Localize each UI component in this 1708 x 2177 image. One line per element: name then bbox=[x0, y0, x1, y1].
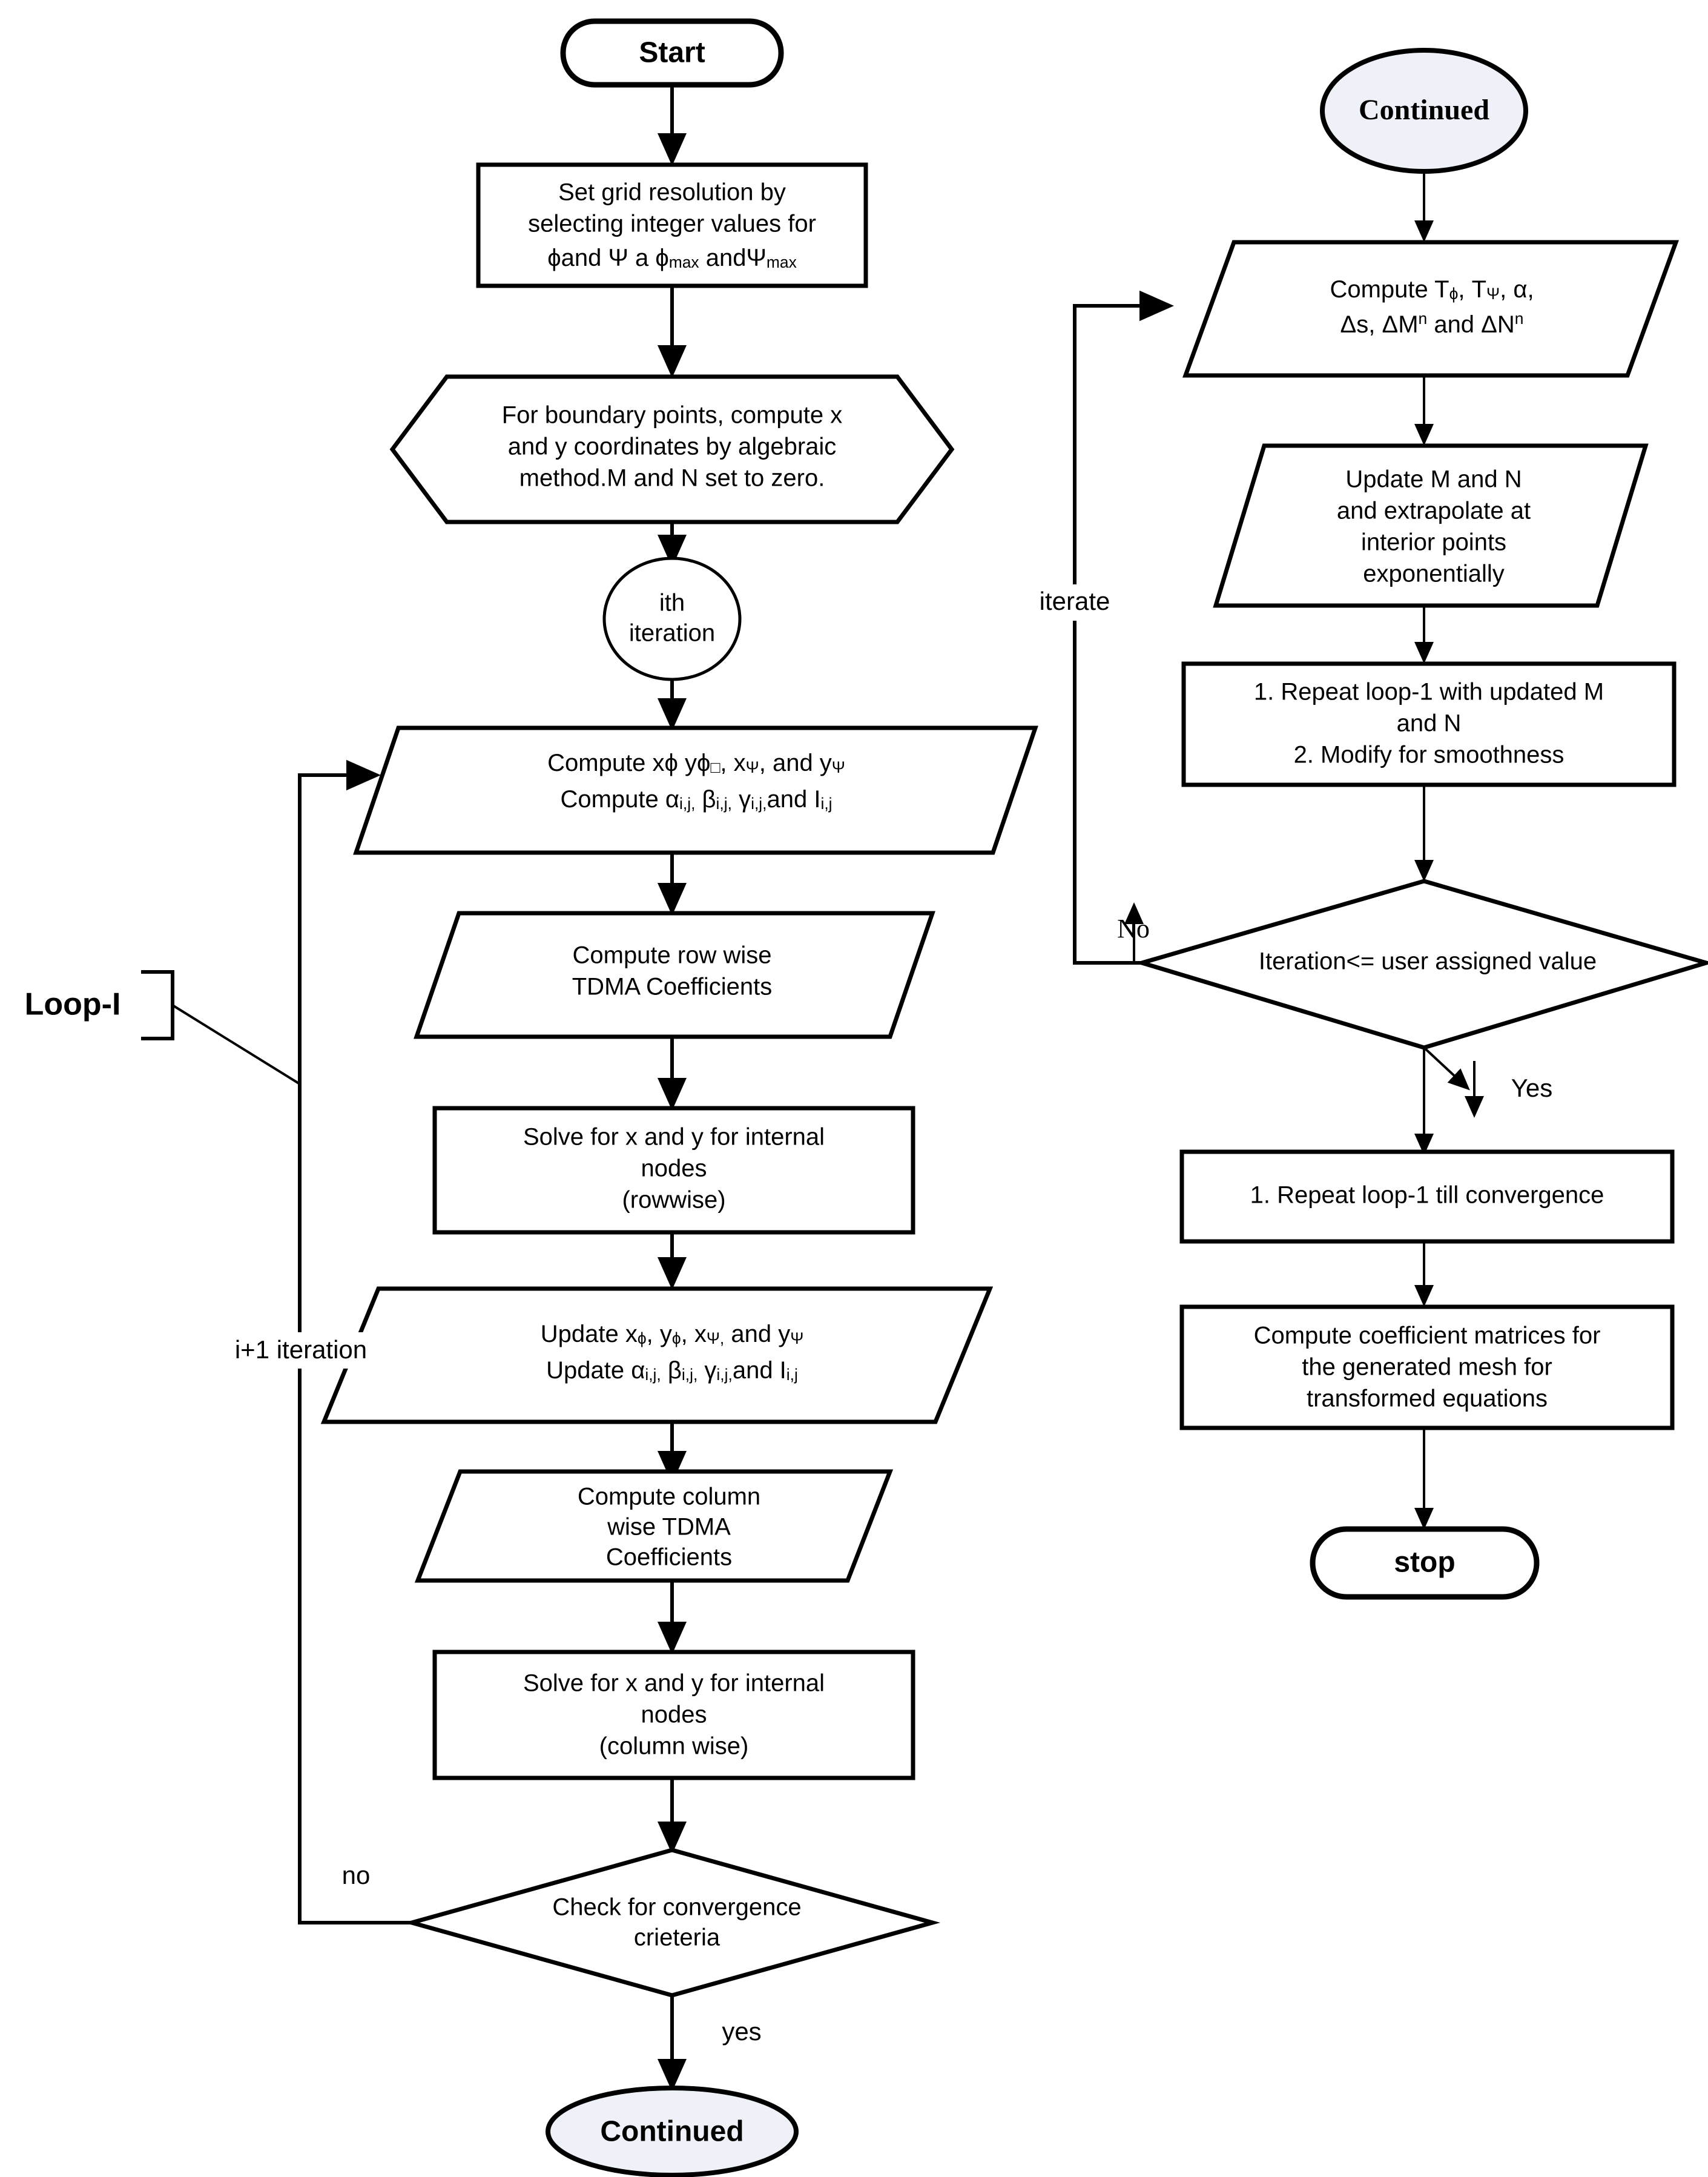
node-set-grid-line1: Set grid resolution by bbox=[558, 179, 786, 206]
node-solve-col[interactable] bbox=[432, 1650, 915, 1780]
node-compute-metrics-line2: Compute αi,j, βi,j, γi,j,and Ii,j bbox=[560, 786, 832, 813]
node-compute-T-line2: Δs, ΔMn and ΔNn bbox=[1340, 309, 1524, 337]
node-coeff-matrices-line2: the generated mesh for bbox=[1302, 1354, 1552, 1381]
node-compute-T[interactable] bbox=[1182, 240, 1679, 378]
node-update-MN-line1: Update M and N bbox=[1345, 466, 1522, 493]
node-start-label: Start bbox=[639, 37, 705, 69]
label-iterate: iterate bbox=[1040, 587, 1110, 615]
node-iteration-check-line1: Iteration<= user assigned value bbox=[1259, 948, 1597, 975]
label-yes-left: yes bbox=[722, 2017, 761, 2046]
node-update-MN-line2: and extrapolate at bbox=[1337, 498, 1531, 524]
node-repeat-loop1[interactable] bbox=[1181, 661, 1677, 787]
node-coeff-matrices-line1: Compute coefficient matrices for bbox=[1254, 1323, 1601, 1349]
node-solve-col-line1: Solve for x and y for internal bbox=[523, 1670, 825, 1697]
node-solve-row-line1: Solve for x and y for internal bbox=[523, 1124, 825, 1151]
node-continued-top-label: Continued bbox=[1359, 94, 1489, 126]
label-no-left: no bbox=[342, 1861, 371, 1889]
node-solve-col-line2: nodes bbox=[641, 1702, 707, 1728]
edge-yes-pointer-diag bbox=[1423, 1046, 1470, 1091]
node-stop[interactable] bbox=[1310, 1526, 1540, 1600]
node-boundary-line2: and y coordinates by algebraic bbox=[508, 434, 837, 460]
node-convergence-check[interactable] bbox=[403, 1848, 941, 1998]
node-convergence-line2: crieteria bbox=[634, 1924, 720, 1951]
edge-no-loopback-right bbox=[1073, 290, 1174, 965]
node-row-tdma[interactable] bbox=[414, 911, 935, 1039]
node-solve-col-line3: (column wise) bbox=[599, 1733, 749, 1760]
node-solve-row-line3: (rowwise) bbox=[622, 1187, 725, 1214]
node-compute-metrics[interactable] bbox=[353, 725, 1038, 855]
node-convergence-line1: Check for convergence bbox=[552, 1894, 801, 1921]
node-continued-bottom[interactable] bbox=[546, 2086, 799, 2177]
node-repeat-till-convergence[interactable] bbox=[1179, 1149, 1675, 1244]
node-set-grid[interactable] bbox=[476, 162, 868, 288]
node-boundary-line1: For boundary points, compute x bbox=[502, 402, 843, 429]
node-repeat-till-convergence-line1: 1. Repeat loop-1 till convergence bbox=[1250, 1182, 1604, 1209]
node-boundary-line3: method.M and N set to zero. bbox=[519, 465, 825, 492]
node-update-metrics-line2: Update αi,j, βi,j, γi,j,and Ii,j bbox=[546, 1357, 798, 1384]
node-col-tdma[interactable] bbox=[414, 1469, 894, 1583]
node-set-grid-line2: selecting integer values for bbox=[528, 211, 816, 237]
node-compute-T-line1: Compute Tϕ, TΨ, α, bbox=[1330, 276, 1534, 303]
node-repeat-loop1-line1: 1. Repeat loop-1 with updated M bbox=[1254, 679, 1604, 705]
node-repeat-loop1-line3: 2. Modify for smoothness bbox=[1294, 742, 1565, 768]
node-repeat-loop1-line2: and N bbox=[1397, 710, 1462, 737]
node-compute-metrics-line1: Compute xϕ yϕ□, xΨ, and yΨ bbox=[547, 750, 845, 777]
node-solve-row[interactable] bbox=[432, 1106, 915, 1235]
node-boundary-points[interactable] bbox=[389, 374, 955, 524]
node-solve-row-line2: nodes bbox=[641, 1155, 707, 1182]
label-loop-1: Loop-I bbox=[25, 987, 121, 1022]
node-row-tdma-line2: TDMA Coefficients bbox=[572, 974, 773, 1000]
node-continued-bottom-label: Continued bbox=[600, 2116, 744, 2148]
node-coeff-matrices[interactable] bbox=[1179, 1304, 1675, 1430]
label-i-plus-1-iteration: i+1 iteration bbox=[235, 1335, 367, 1364]
node-col-tdma-line2: wise TDMA bbox=[607, 1514, 731, 1541]
node-ith-line1: ith bbox=[659, 590, 685, 616]
node-update-MN-line3: interior points bbox=[1361, 529, 1506, 556]
node-coeff-matrices-line3: transformed equations bbox=[1307, 1386, 1548, 1412]
node-update-MN-line4: exponentially bbox=[1363, 561, 1505, 587]
node-col-tdma-line1: Compute column bbox=[578, 1484, 760, 1510]
node-update-metrics-line1: Update xϕ, yϕ, xΨ, and yΨ bbox=[541, 1321, 804, 1348]
label-no-right: No bbox=[1117, 914, 1150, 943]
node-set-grid-line3: ϕand Ψ a ϕmax andΨmax bbox=[547, 245, 797, 272]
node-update-MN[interactable] bbox=[1213, 443, 1649, 608]
node-col-tdma-line3: Coefficients bbox=[606, 1544, 732, 1571]
node-update-metrics[interactable] bbox=[320, 1286, 994, 1424]
node-stop-label: stop bbox=[1394, 1547, 1455, 1579]
loop1-bracket bbox=[141, 970, 174, 1040]
node-ith-iteration[interactable] bbox=[602, 557, 742, 681]
node-row-tdma-line1: Compute row wise bbox=[572, 942, 771, 969]
node-ith-line2: iteration bbox=[629, 620, 715, 647]
label-yes-right: Yes bbox=[1511, 1074, 1553, 1102]
loop1-leader bbox=[171, 1004, 301, 1085]
